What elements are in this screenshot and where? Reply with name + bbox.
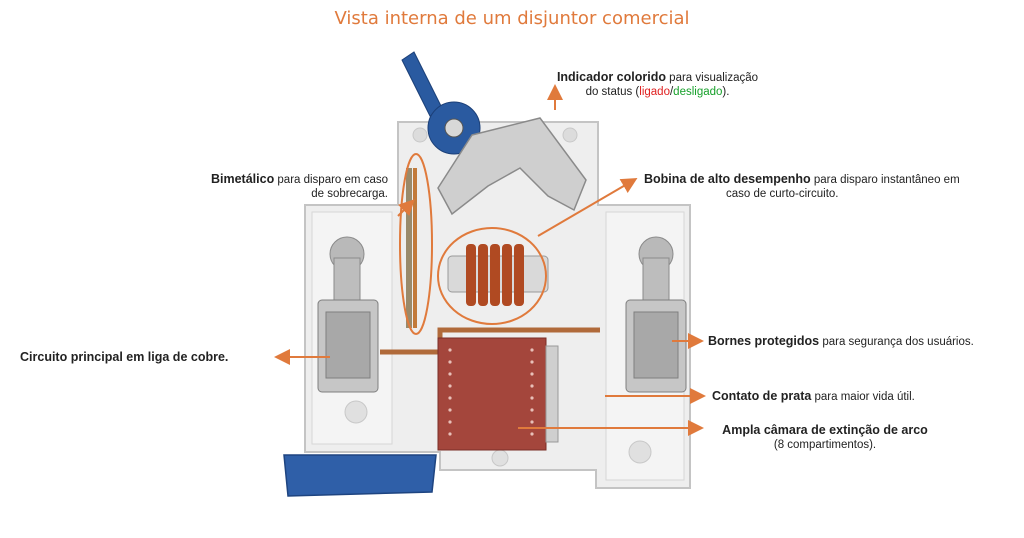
bimetalico-text-1: para disparo em caso [274,174,388,186]
circuito-title: Circuito principal em liga de cobre. [20,350,229,364]
label-camara: Ampla câmara de extinção de arco (8 comp… [710,423,940,452]
label-bobina: Bobina de alto desempenho para disparo i… [644,172,984,201]
bimetalico-text-2: de sobrecarga. [311,188,388,200]
arc-chamber [437,337,559,451]
right-terminal [625,236,687,393]
indicador-text-2: do status ( [585,86,640,98]
bimetalico-title: Bimetálico [210,172,275,186]
label-indicador: Indicador colorido para visualização do … [540,70,775,99]
bimetal-strip [406,168,417,328]
label-contato: Contato de prata para maior vida útil. [712,389,972,404]
diagram-title: Vista interna de um disjuntor comercial [334,8,690,29]
camara-title: Ampla câmara de extinção de arco [722,423,928,437]
label-bornes: Bornes protegidos para segurança dos usu… [708,334,1008,349]
status-ligado: ligado [639,86,670,98]
bobina-text-2: caso de curto-circuito. [726,188,839,200]
status-separator: / [669,86,674,98]
din-rail-clip [283,454,437,497]
bornes-text: para segurança dos usuários. [819,336,974,348]
blue-lever [401,51,481,155]
contato-title: Contato de prata [712,389,812,403]
trip-mechanism [437,117,587,216]
indicador-text-3: ). [722,86,730,98]
solenoid-coil [447,244,549,306]
bobina-text-1: para disparo instantâneo em [810,174,960,186]
coil-highlight [437,227,547,325]
bobina-leader [537,177,638,237]
contato-text: para maior vida útil. [811,391,915,403]
label-circuito: Circuito principal em liga de cobre. [20,350,280,365]
indicador-text-1: para visualização [665,72,759,84]
label-bimetalico: Bimetálico para disparo em caso de sobre… [178,172,388,201]
indicador-title: Indicador colorido [556,70,666,84]
bimetal-leader [397,199,415,217]
bornes-title: Bornes protegidos [708,334,820,348]
left-terminal [317,236,379,393]
status-desligado: desligado [673,86,723,98]
camara-text: (8 compartimentos). [773,439,877,451]
bobina-title: Bobina de alto desempenho [644,172,811,186]
bimetal-highlight [399,153,433,335]
